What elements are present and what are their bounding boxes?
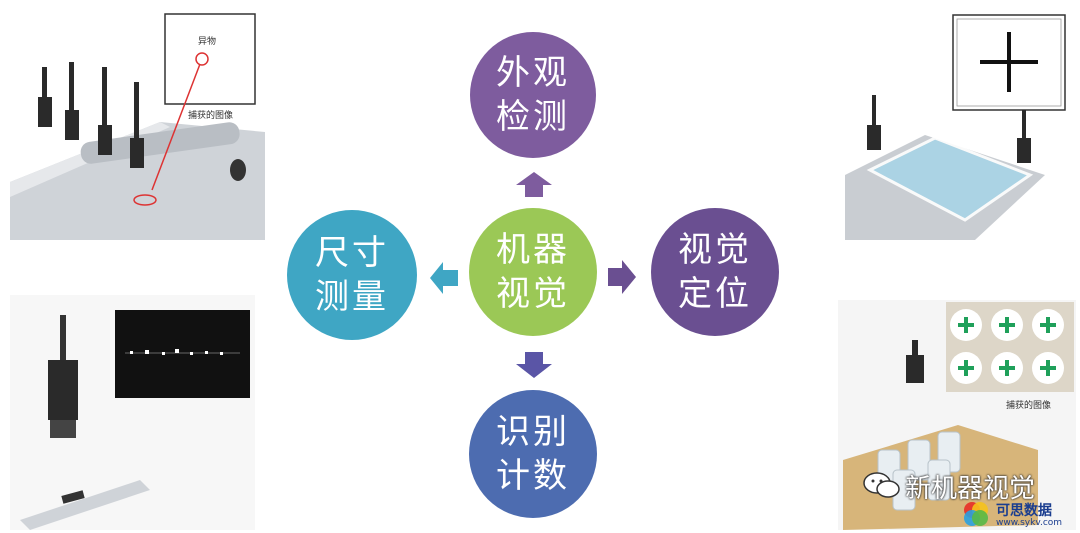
arrow-right-icon (608, 260, 636, 294)
captured-image-label: 捕获的图像 (188, 111, 234, 121)
wechat-icon (863, 472, 900, 498)
arrow-left-icon (430, 262, 458, 294)
foreign-object-label: 异物 (198, 37, 217, 47)
node-line1: 机器 (496, 230, 570, 270)
brand-logo-icon (964, 502, 988, 526)
node-vision-positioning: 视觉 定位 (651, 208, 779, 336)
brand-name: 可思数据 (996, 503, 1052, 519)
node-size-measurement: 尺寸 测量 (287, 210, 417, 340)
node-line1: 识别 (496, 412, 570, 452)
panel-measurement (10, 295, 255, 530)
positioning-illustration (845, 14, 1066, 240)
panel-appearance-inspection: 异物 捕获的图像 (10, 12, 265, 240)
node-line2: 检测 (496, 97, 570, 137)
measurement-illustration (10, 295, 255, 530)
panel-positioning (845, 10, 1070, 240)
arrow-up-icon (516, 172, 552, 197)
panel-counting: 捕获的图像 (838, 300, 1076, 530)
node-machine-vision: 机器 视觉 (469, 208, 597, 336)
watermark-text: 新机器视觉 (905, 474, 1036, 504)
node-line2: 计数 (496, 456, 570, 496)
node-line1: 尺寸 (315, 233, 389, 273)
node-line1: 视觉 (678, 230, 752, 270)
counting-illustration (838, 300, 1076, 530)
node-line1: 外观 (496, 53, 570, 93)
arrow-down-icon (516, 352, 552, 378)
node-line2: 定位 (678, 274, 752, 314)
captured-image-label: 捕获的图像 (1006, 401, 1052, 411)
node-line2: 视觉 (496, 274, 570, 314)
appearance-inspection-illustration (10, 13, 265, 240)
brand-url: www.sykv.com (996, 518, 1063, 528)
node-appearance-inspection: 外观 检测 (470, 32, 596, 158)
node-line2: 测量 (315, 277, 389, 317)
node-recognition-counting: 识别 计数 (469, 390, 597, 518)
